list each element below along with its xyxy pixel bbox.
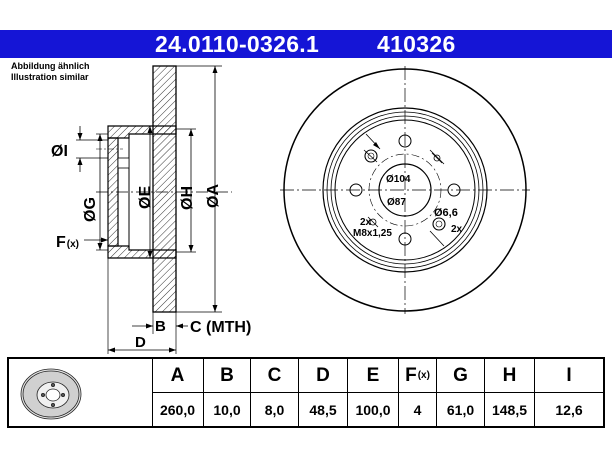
label-C: C (MTH) [190, 319, 251, 336]
disc-cross-section [96, 65, 232, 313]
front-view-annotations [363, 133, 445, 247]
front-view-labels: Ø104 Ø87 Ø6,6 2x 2x M8x1,25 [353, 174, 463, 239]
table-col-F: F(x)4 [399, 359, 437, 426]
label-2x-right: 2x [451, 224, 463, 235]
note-english: Illustration similar [11, 72, 89, 82]
header-bar: 24.0110-0326.1 410326 [0, 30, 612, 58]
label-F: F(x) [56, 234, 79, 251]
dimension-E: ØE [137, 126, 154, 258]
label-d66: Ø6,6 [434, 207, 458, 219]
label-A: ØA [205, 184, 222, 208]
label-thread: M8x1,25 [353, 228, 392, 239]
dimension-F: F(x) [56, 234, 108, 251]
label-2x-left: 2x [360, 217, 372, 228]
label-G: ØG [82, 197, 99, 222]
disc-front-view [280, 66, 530, 314]
technical-drawing: ØI ØG ØE ØH ØA F(x) [51, 65, 530, 354]
dimension-A: ØA [176, 65, 222, 313]
label-d87: Ø87 [387, 197, 406, 208]
label-d104: Ø104 [386, 174, 411, 185]
label-B: B [155, 318, 166, 335]
dimension-I: ØI [51, 126, 108, 172]
dimension-H: ØH [176, 128, 196, 253]
label-E: ØE [137, 186, 154, 209]
reference-number: 410326 [377, 31, 456, 57]
dimension-B-C-D: B C (MTH) D [107, 258, 251, 354]
label-I: ØI [51, 143, 68, 160]
dimension-G: ØG [82, 133, 108, 251]
note-german: Abbildung ähnlich [11, 61, 90, 71]
part-number: 24.0110-0326.1 [155, 31, 320, 57]
illustration-note: Abbildung ähnlich Illustration similar [11, 61, 90, 83]
label-H: ØH [179, 186, 196, 210]
brake-disc-icon [9, 359, 153, 426]
label-D: D [135, 334, 146, 351]
